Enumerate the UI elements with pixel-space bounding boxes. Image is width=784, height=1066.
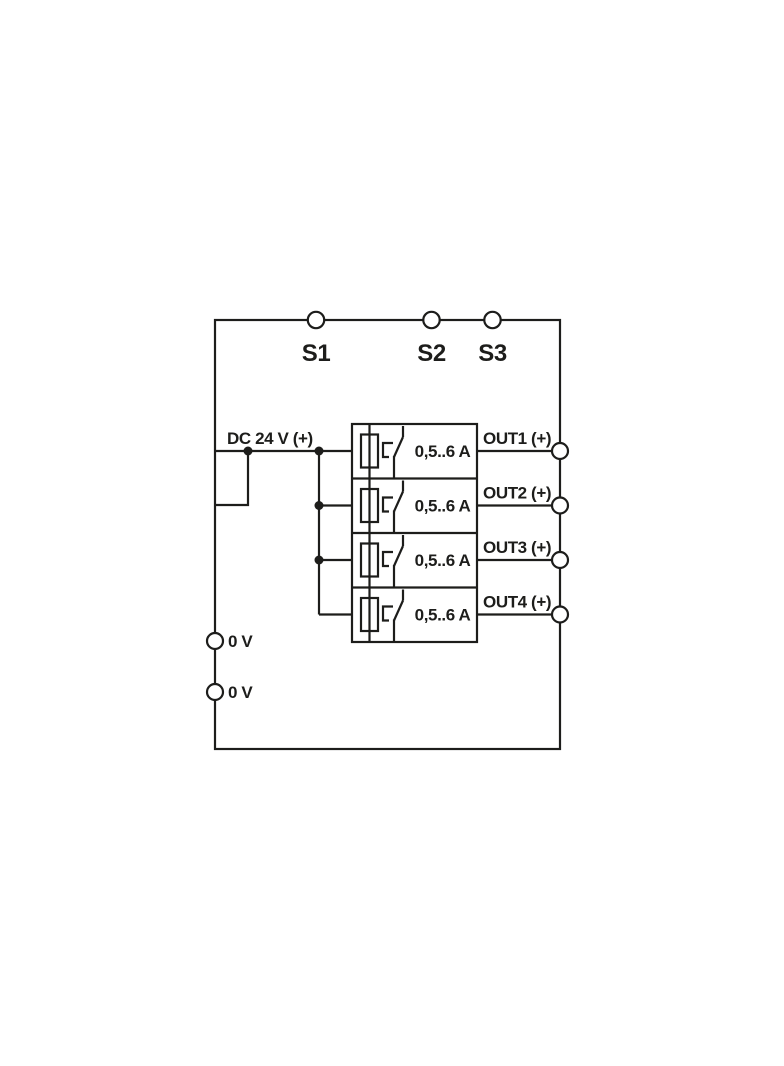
supply-return-step-wire [215, 451, 250, 507]
junction-dot [314, 446, 324, 456]
channel-3: 0,5..6 A [359, 531, 471, 589]
terminal-0v-1 [205, 631, 225, 651]
channel-4-symbol [359, 586, 405, 643]
terminal-0v-2-label: 0 V [228, 683, 253, 702]
terminal-s2 [422, 310, 441, 330]
channel-2-rating: 0,5..6 A [415, 497, 471, 516]
channel-4-rating: 0,5..6 A [415, 606, 471, 625]
channel-4: 0,5..6 A [359, 586, 471, 643]
terminal-out4 [550, 605, 570, 624]
distribution-bus-wire [317, 451, 352, 616]
ground-terminals: 0 V 0 V [205, 631, 254, 702]
output-2-label: OUT2 (+) [483, 484, 551, 503]
output-1-label: OUT1 (+) [483, 429, 551, 448]
channel-3-symbol [359, 531, 405, 589]
terminal-out2 [550, 496, 570, 515]
output-3-label: OUT3 (+) [483, 538, 551, 557]
terminal-0v-2 [205, 682, 225, 702]
terminal-s3 [483, 310, 502, 330]
control-terminals: S1 S2 S3 [302, 310, 507, 367]
channel-2: 0,5..6 A [359, 477, 471, 534]
supply-input: DC 24 V (+) [215, 429, 352, 616]
output-4-label: OUT4 (+) [483, 593, 551, 612]
terminal-out1 [550, 441, 570, 461]
channel-separators [352, 477, 477, 589]
terminal-0v-1-label: 0 V [228, 632, 253, 651]
junction-dot [314, 501, 324, 510]
outputs: OUT1 (+) OUT2 (+) OUT3 (+) OUT4 (+) [477, 429, 570, 624]
terminal-s2-label: S2 [417, 340, 446, 367]
terminal-s1 [306, 310, 326, 330]
terminal-s1-label: S1 [302, 340, 331, 367]
channel-1-symbol [359, 422, 405, 480]
channel-3-rating: 0,5..6 A [415, 551, 471, 570]
supply-label: DC 24 V (+) [227, 429, 313, 448]
channel-1: 0,5..6 A [359, 422, 471, 480]
channel-1-rating: 0,5..6 A [415, 442, 471, 461]
junction-dot [243, 446, 253, 456]
breaker-module: 0,5..6 A 0,5..6 A 0,5..6 A 0,5..6 A [350, 422, 479, 644]
module-outline [213, 318, 562, 751]
terminal-out3 [550, 550, 570, 570]
junction-dot [314, 555, 324, 565]
channel-2-symbol [359, 477, 405, 534]
terminal-s3-label: S3 [478, 340, 507, 367]
